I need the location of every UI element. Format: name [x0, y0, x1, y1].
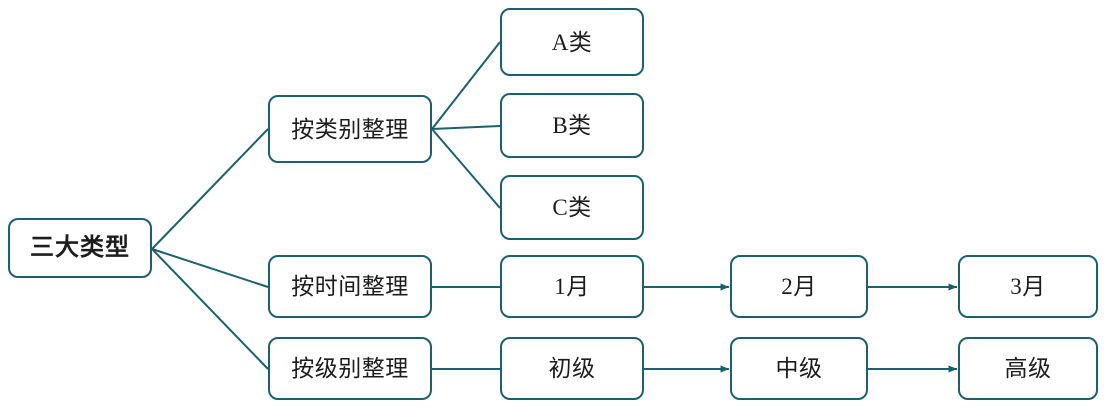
node-classB[interactable]: B类 — [500, 93, 644, 158]
node-label: 按类别整理 — [291, 116, 409, 142]
node-root[interactable]: 三大类型 — [8, 218, 152, 278]
node-month1[interactable]: 1月 — [500, 255, 644, 318]
node-label: B类 — [552, 113, 592, 138]
edge-cat-to-classB — [431, 125, 501, 130]
edge-cat-to-classC — [431, 128, 501, 209]
node-label: 按时间整理 — [291, 274, 409, 299]
node-label: A类 — [551, 29, 593, 55]
node-level3[interactable]: 高级 — [958, 337, 1098, 400]
node-label: 按级别整理 — [291, 356, 409, 381]
node-month3[interactable]: 3月 — [958, 255, 1098, 318]
node-classA[interactable]: A类 — [500, 8, 644, 76]
edge-root-to-time — [151, 248, 269, 288]
node-level2[interactable]: 中级 — [730, 337, 868, 400]
node-label: 中级 — [775, 356, 823, 381]
node-label: 2月 — [781, 274, 817, 299]
node-label: 3月 — [1010, 274, 1046, 299]
node-classC[interactable]: C类 — [500, 175, 644, 240]
node-label: 高级 — [1004, 356, 1052, 381]
node-cat[interactable]: 按类别整理 — [268, 95, 432, 163]
edge-root-to-grade — [151, 248, 269, 370]
edge-root-to-cat — [151, 128, 269, 250]
node-level1[interactable]: 初级 — [500, 337, 644, 400]
node-label: 1月 — [554, 274, 590, 299]
node-label: C类 — [552, 195, 592, 220]
node-label: 初级 — [548, 356, 596, 381]
node-time[interactable]: 按时间整理 — [268, 255, 432, 318]
node-grade[interactable]: 按级别整理 — [268, 337, 432, 400]
node-month2[interactable]: 2月 — [730, 255, 868, 318]
node-label: 三大类型 — [30, 235, 130, 261]
edge-cat-to-classA — [431, 41, 501, 130]
